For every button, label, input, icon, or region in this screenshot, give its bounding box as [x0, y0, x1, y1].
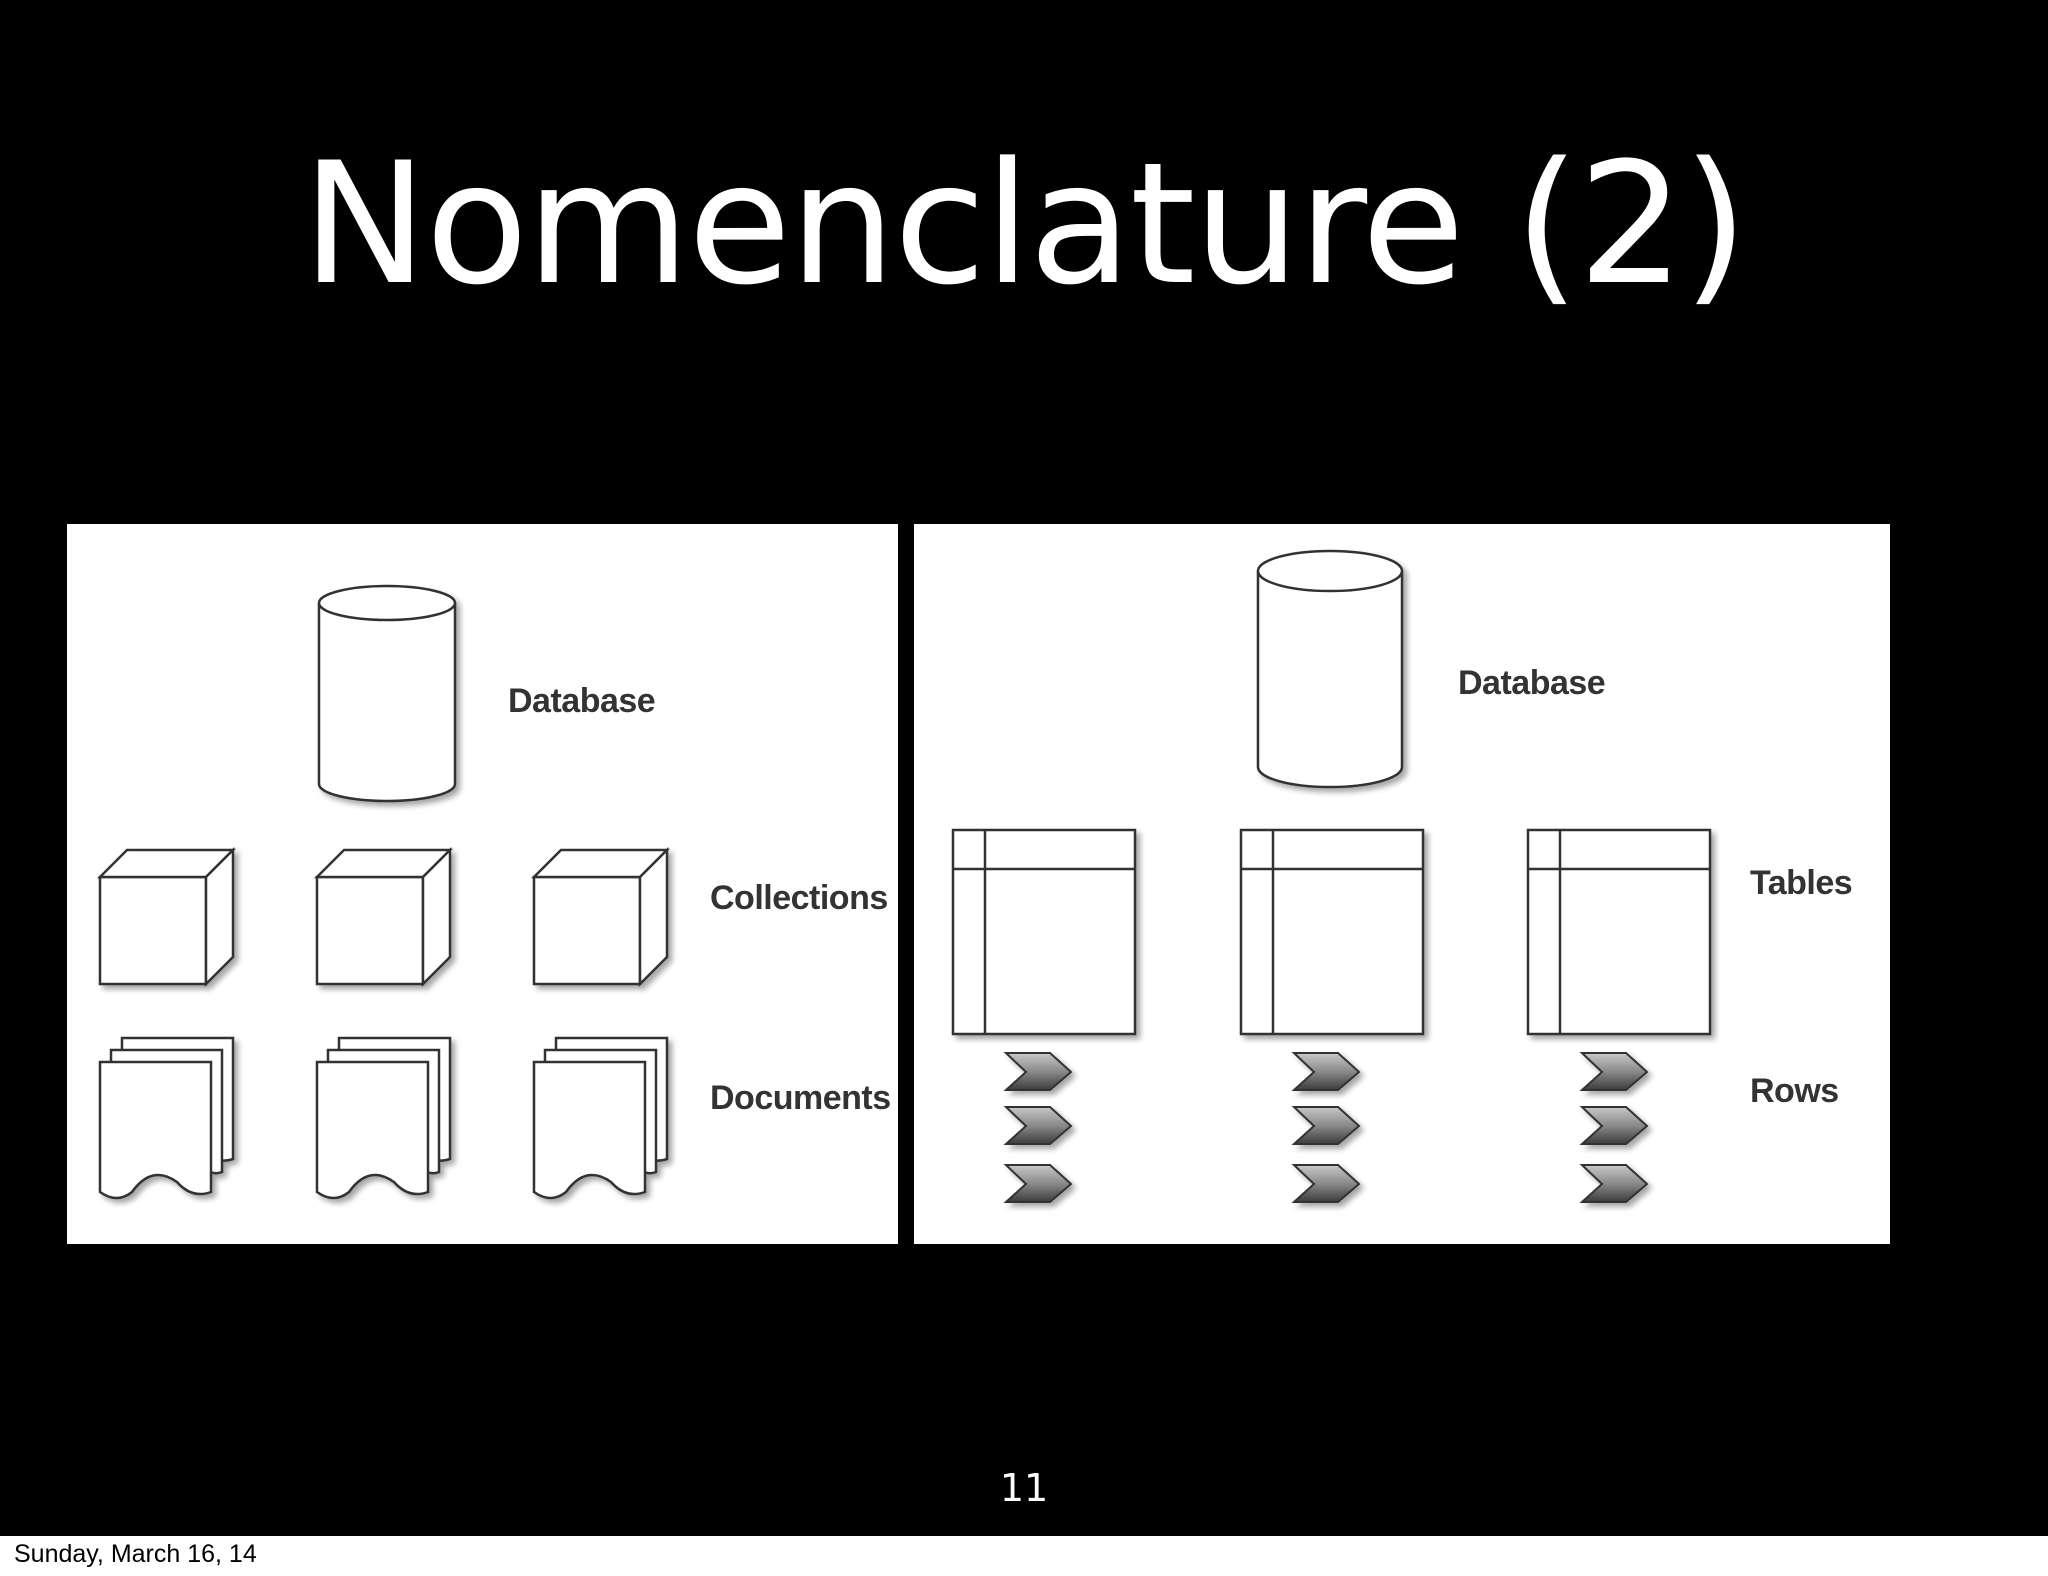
row-chevron-icon — [1291, 1052, 1361, 1091]
row-chevron-icon — [1579, 1052, 1649, 1091]
document-stack-icon — [532, 1036, 669, 1200]
row-chevron-icon — [1003, 1106, 1073, 1145]
table-grid-icon — [1239, 828, 1425, 1036]
mongodb-diagram-panel: Database Collections Documents — [67, 524, 898, 1244]
database-label: Database — [1458, 664, 1606, 702]
collections-label: Collections — [710, 879, 888, 917]
mongodb-diagram — [96, 584, 671, 1200]
slide: Nomenclature (2) — [0, 0, 2048, 1536]
collection-cube-icon — [313, 846, 454, 988]
document-stack-icon — [98, 1036, 235, 1200]
table-grid-icon — [951, 828, 1137, 1036]
row-chevron-icon — [1291, 1106, 1361, 1145]
document-stack-icon — [315, 1036, 452, 1200]
database-cylinder-icon — [317, 584, 457, 803]
tables-label: Tables — [1750, 864, 1853, 902]
rdbms-diagram — [951, 549, 1712, 1203]
documents-label: Documents — [710, 1079, 891, 1117]
rdbms-diagram-panel: Database Tables Rows — [914, 524, 1890, 1244]
row-chevron-icon — [1003, 1052, 1073, 1091]
rows-label: Rows — [1750, 1072, 1839, 1110]
collection-cube-icon — [530, 846, 671, 988]
footer-date: Sunday, March 16, 14 — [14, 1540, 257, 1568]
slide-number: 11 — [999, 1466, 1049, 1510]
collection-cube-icon — [96, 846, 237, 988]
row-chevron-icon — [1579, 1106, 1649, 1145]
slide-title: Nomenclature (2) — [301, 126, 1748, 322]
row-chevron-icon — [1579, 1164, 1649, 1203]
database-label: Database — [508, 682, 656, 720]
database-cylinder-icon — [1256, 549, 1404, 789]
table-grid-icon — [1526, 828, 1712, 1036]
row-chevron-icon — [1291, 1164, 1361, 1203]
row-chevron-icon — [1003, 1164, 1073, 1203]
